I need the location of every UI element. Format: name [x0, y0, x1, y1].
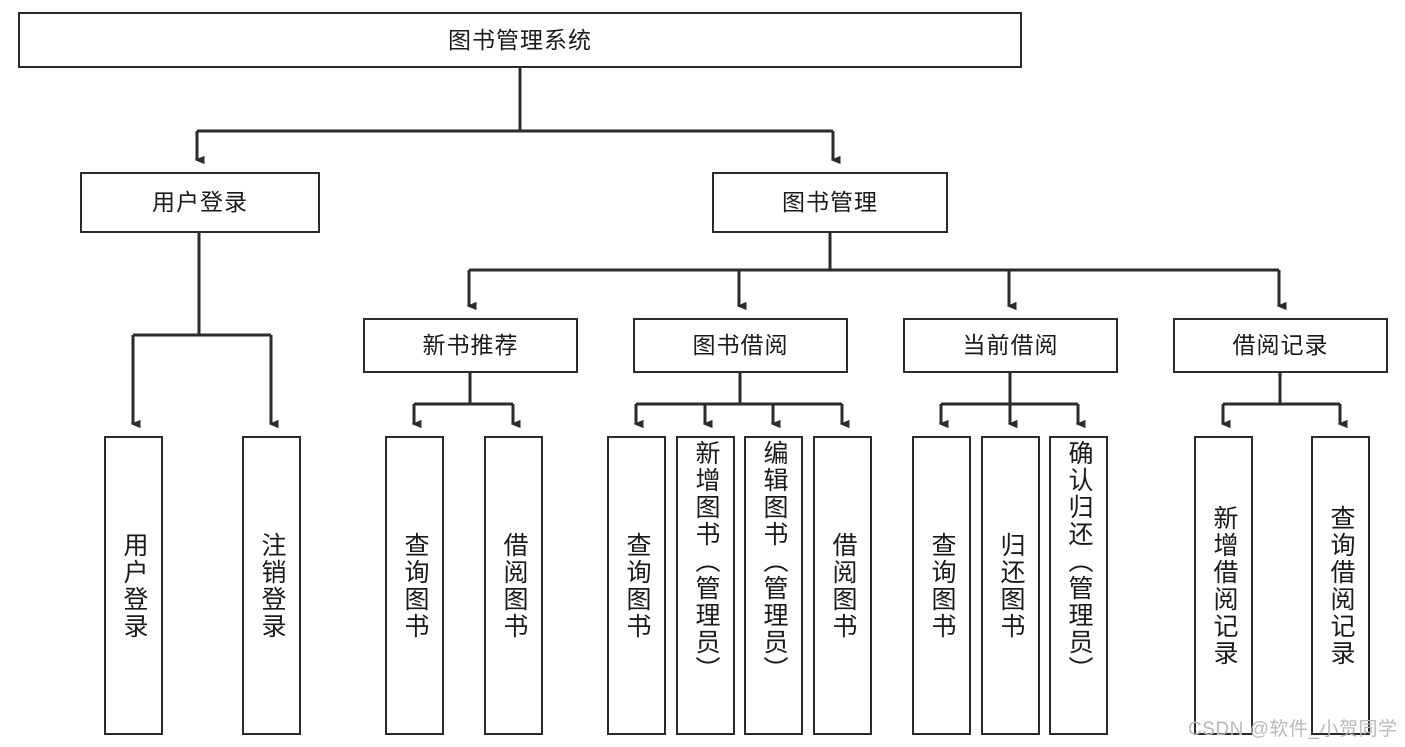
node-leaf-query-book-2-label: 查询图书 — [623, 531, 651, 640]
node-book-manage-label: 图书管理 — [782, 189, 878, 216]
node-leaf-user-login[interactable]: 用户登录 — [104, 436, 163, 735]
node-leaf-add-book[interactable]: 新增图书（管理员） — [676, 436, 735, 735]
node-leaf-edit-book-label: 编辑图书（管理员） — [760, 440, 788, 683]
node-current-borrow-label: 当前借阅 — [962, 332, 1059, 359]
node-leaf-query-record-label: 查询借阅记录 — [1327, 504, 1355, 667]
node-leaf-query-book-3-label: 查询图书 — [928, 531, 956, 640]
node-leaf-logout-login-label: 注销登录 — [258, 531, 286, 640]
node-leaf-add-book-label: 新增图书（管理员） — [692, 440, 720, 683]
node-leaf-confirm-return[interactable]: 确认归还（管理员） — [1049, 436, 1108, 735]
node-leaf-add-record-label: 新增借阅记录 — [1210, 504, 1238, 667]
node-user-login[interactable]: 用户登录 — [80, 172, 320, 233]
node-borrow-record-label: 借阅记录 — [1232, 332, 1329, 359]
node-leaf-query-book-1[interactable]: 查询图书 — [385, 436, 444, 735]
node-leaf-borrow-book-1[interactable]: 借阅图书 — [484, 436, 543, 735]
node-new-book-rec[interactable]: 新书推荐 — [363, 318, 578, 373]
node-leaf-user-login-label: 用户登录 — [120, 531, 148, 640]
node-root-label: 图书管理系统 — [448, 26, 592, 53]
node-root[interactable]: 图书管理系统 — [18, 12, 1022, 68]
node-leaf-return-book-label: 归还图书 — [997, 531, 1025, 640]
node-book-manage[interactable]: 图书管理 — [712, 172, 948, 233]
node-leaf-query-book-1-label: 查询图书 — [401, 531, 429, 640]
node-leaf-query-book-2[interactable]: 查询图书 — [607, 436, 666, 735]
csdn-watermark: CSDN @软件_小贺同学 — [1188, 719, 1398, 740]
node-borrow-record[interactable]: 借阅记录 — [1173, 318, 1388, 373]
node-leaf-query-book-3[interactable]: 查询图书 — [912, 436, 971, 735]
node-leaf-confirm-return-label: 确认归还（管理员） — [1065, 440, 1093, 683]
node-leaf-borrow-book-2[interactable]: 借阅图书 — [813, 436, 872, 735]
node-leaf-borrow-book-2-label: 借阅图书 — [829, 531, 857, 640]
node-leaf-edit-book[interactable]: 编辑图书（管理员） — [744, 436, 803, 735]
node-current-borrow[interactable]: 当前借阅 — [903, 318, 1118, 373]
node-leaf-add-record[interactable]: 新增借阅记录 — [1194, 436, 1253, 735]
node-new-book-rec-label: 新书推荐 — [422, 332, 519, 359]
node-leaf-return-book[interactable]: 归还图书 — [981, 436, 1040, 735]
node-user-login-label: 用户登录 — [152, 189, 248, 216]
node-leaf-query-record[interactable]: 查询借阅记录 — [1311, 436, 1370, 735]
node-book-borrow-label: 图书借阅 — [692, 332, 789, 359]
node-leaf-borrow-book-1-label: 借阅图书 — [500, 531, 528, 640]
node-book-borrow[interactable]: 图书借阅 — [633, 318, 848, 373]
node-leaf-logout-login[interactable]: 注销登录 — [242, 436, 301, 735]
